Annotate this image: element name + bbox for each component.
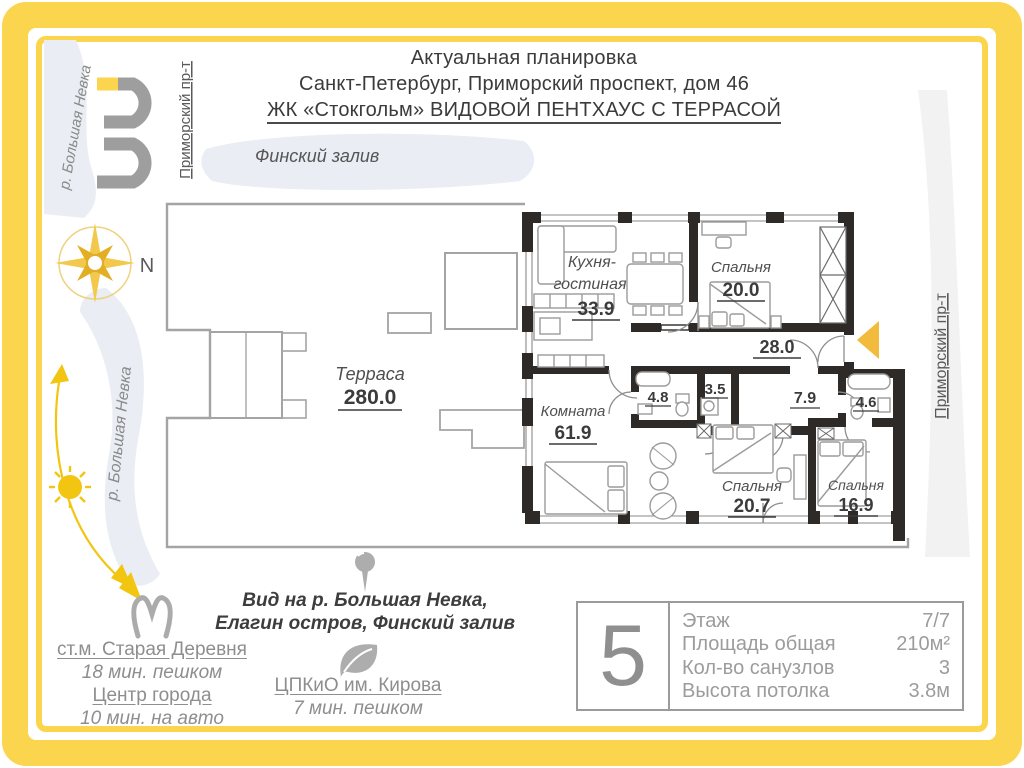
compass-north-label: N	[140, 255, 154, 277]
view-note-line-2: Елагин остров, Финский залив	[215, 613, 515, 634]
terrace-planter	[444, 252, 518, 330]
park-block: ЦПКиО им. Кирова 7 мин. пешком	[245, 674, 471, 720]
info-rows: Этаж 7/7 Площадь общая 210м² Кол-во сану…	[670, 603, 962, 709]
avenue-right-label: Приморский пр-т	[933, 292, 950, 418]
rotated-labels: р. Большая Невка Приморский пр-т N р. Бо…	[56, 61, 950, 502]
compass-rose-icon	[55, 223, 135, 303]
park-label: ЦПКиО им. Кирова	[274, 675, 442, 696]
bathtub	[847, 373, 891, 390]
info-table: 5 Этаж 7/7 Площадь общая 210м² Кол-во са…	[576, 601, 964, 711]
kitchen-name-2: гостиная	[553, 276, 627, 293]
sofa	[537, 225, 565, 285]
sink	[637, 403, 653, 415]
area-label: Площадь общая	[682, 633, 836, 656]
desk	[701, 221, 747, 236]
bedroom1-area: 20.0	[723, 280, 760, 301]
sun-icon	[49, 466, 91, 508]
gulf-label: Финский залив	[255, 146, 380, 166]
bathtub	[635, 371, 671, 387]
kitchen-name-1: Кухня-	[568, 254, 616, 271]
info-row-floor: Этаж 7/7	[682, 610, 950, 632]
water-features	[44, 40, 970, 586]
terrace-planter	[439, 409, 525, 449]
title-line-3: ЖК «Стокгольм» ВИДОВОЙ ПЕНТХАУС С ТЕРРАС…	[266, 99, 782, 124]
terrace-area: 280.0	[344, 386, 397, 409]
bedroom2-name: Спальня	[722, 478, 782, 495]
bedroom2-area: 20.7	[734, 496, 771, 517]
avenue-left-label: Приморский пр-т	[177, 61, 194, 179]
park-time-label: 7 мин. пешком	[293, 698, 423, 719]
metro-time-label: 18 мин. пешком	[81, 662, 223, 683]
bath1-area: 4.8	[648, 389, 669, 406]
room-name: Комната	[541, 403, 606, 420]
bathrooms-label: Кол-во санузлов	[682, 656, 835, 679]
view-note: Вид на р. Большая Невка, Елагин остров, …	[192, 589, 538, 635]
kitchen-counter	[537, 354, 605, 368]
terrace-name: Терраса	[335, 364, 404, 384]
bathrooms-value: 3	[938, 656, 950, 679]
pin-icon	[355, 552, 375, 592]
hall2-area: 7.9	[794, 390, 816, 407]
entrance-arrow-icon	[857, 321, 879, 359]
desk	[793, 454, 807, 500]
title-line-1: Актуальная планировка	[410, 47, 638, 69]
terrace-planter	[387, 312, 432, 334]
leaf-icon	[340, 644, 378, 679]
room-area: 61.9	[555, 423, 592, 444]
floor-label: Этаж	[682, 609, 730, 632]
city-center-time-label: 10 мин. на авто	[80, 708, 224, 729]
ceiling-value: 3.8м	[908, 680, 950, 703]
room-labels: Терраса 280.0 Кухня- гостиная 33.9 Спаль…	[335, 254, 884, 518]
metro-icon	[131, 595, 173, 639]
city-center-label: Центр города	[92, 685, 212, 706]
transport-block: ст.м. Старая Деревня 18 мин. пешком Цент…	[28, 638, 276, 730]
hall-area: 28.0	[759, 337, 794, 357]
bedroom3-area: 16.9	[838, 495, 873, 515]
road-band-right	[918, 90, 970, 557]
info-row-area: Площадь общая 210м²	[682, 633, 950, 655]
sun-arrow-end	[119, 572, 142, 601]
pocket-door	[660, 324, 690, 331]
thin-yellow-frame	[36, 36, 988, 732]
big-number: 5	[578, 603, 670, 709]
bed	[544, 461, 628, 515]
wardrobe	[819, 226, 847, 324]
area-value: 210м²	[896, 633, 950, 656]
page-title: Актуальная планировка Санкт-Петербург, П…	[118, 45, 930, 124]
bedroom1-name: Спальня	[711, 259, 771, 276]
terrace-outline	[165, 202, 910, 549]
ceiling-label: Высота потолка	[682, 680, 830, 703]
side-table	[649, 471, 669, 491]
closet-area: 3.5	[705, 381, 726, 398]
bedroom3-name: Спальня	[828, 477, 884, 493]
info-row-ceiling: Высота потолка 3.8м	[682, 680, 950, 702]
bath2-area: 4.6	[856, 394, 877, 411]
view-note-line-1: Вид на р. Большая Невка,	[242, 590, 488, 611]
sink	[877, 397, 891, 413]
furniture	[533, 221, 891, 520]
river-band-left	[80, 288, 160, 586]
brand-logo	[97, 77, 152, 189]
kitchen-counter	[533, 293, 615, 309]
gulf-band	[201, 133, 535, 190]
kitchen-area: 33.9	[578, 299, 615, 320]
river-band-top	[44, 40, 96, 218]
floor-value: 7/7	[922, 609, 950, 632]
metro-station-label: ст.м. Старая Деревня	[57, 639, 247, 660]
title-line-2: Санкт-Петербург, Приморский проспект, до…	[298, 73, 750, 95]
dining-table	[626, 263, 684, 305]
info-row-bathrooms: Кол-во санузлов 3	[682, 657, 950, 679]
